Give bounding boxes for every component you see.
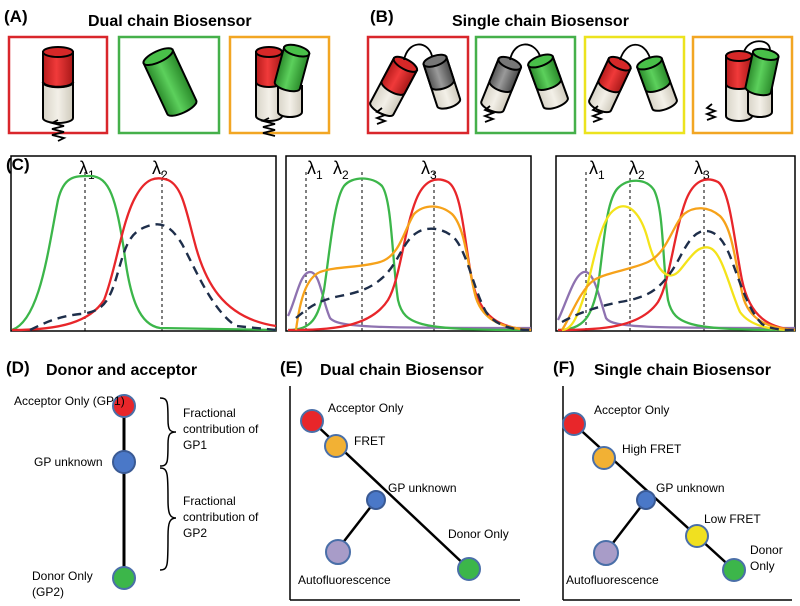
donor-emission-curve xyxy=(287,177,532,332)
acceptor-only-node xyxy=(112,394,136,418)
spectrum-plot-2: λ1 λ2 λ3 xyxy=(285,155,532,332)
acceptor-emission-curve xyxy=(287,178,532,332)
gp-unknown-node xyxy=(366,490,386,510)
acceptor-emission-curve xyxy=(11,177,277,332)
donor-emission-curve xyxy=(11,174,277,332)
donor-only-node xyxy=(722,558,746,582)
panel-d-letter: (D) xyxy=(6,358,30,377)
single-chain-high-fret-icon xyxy=(704,40,780,122)
acceptor-emission-curve xyxy=(557,178,796,332)
lambda-3-label: λ3 xyxy=(421,158,437,182)
donor-only-label: Donor Only xyxy=(32,569,93,583)
panel-f-letter: (F) xyxy=(553,358,575,377)
spectrum-3-frame xyxy=(555,155,796,332)
high-fret-label: High FRET xyxy=(622,442,682,456)
panel-e-title: Dual chain Biosensor xyxy=(320,362,484,379)
gp-unknown-node xyxy=(636,490,656,510)
lambda-2-label: λ2 xyxy=(629,158,645,182)
frac-gp1-line3: GP1 xyxy=(183,438,207,452)
acceptor-only-label: Acceptor Only (GP1) xyxy=(14,394,125,408)
measured-spectrum-curve xyxy=(295,227,532,332)
single-chain-donor-icon xyxy=(480,43,569,123)
fret-label: FRET xyxy=(354,434,386,448)
lambda-1-label: λ1 xyxy=(589,158,605,182)
fret-spectrum-curve xyxy=(294,205,532,332)
high-fret-node xyxy=(592,446,616,470)
measured-spectrum-curve xyxy=(29,223,277,332)
single-chain-acceptor-icon xyxy=(369,43,462,125)
acceptor-only-node xyxy=(562,412,586,436)
spectrum-plot-1: λ1 λ2 xyxy=(10,155,277,332)
panel-c-letter: (C) xyxy=(6,155,30,174)
lambda-1-label: λ1 xyxy=(79,158,95,182)
bracket-gp2 xyxy=(159,467,177,571)
fret-node xyxy=(324,434,348,458)
gp-unknown-label: GP unknown xyxy=(656,481,725,495)
acceptor-biosensor-icon xyxy=(41,46,75,142)
low-fret-label: Low FRET xyxy=(704,512,761,526)
lambda-2-label: λ2 xyxy=(152,158,168,182)
donor-biosensor-icon xyxy=(142,47,198,117)
frac-gp2-line3: GP2 xyxy=(183,526,207,540)
donor-only-label-line1: Donor xyxy=(750,543,783,557)
panel-a-title: Dual chain Biosensor xyxy=(88,13,252,30)
gp-unknown-label: GP unknown xyxy=(388,481,457,495)
panel-b-frame-high-fret xyxy=(691,35,794,135)
low-fret-spectrum-curve xyxy=(561,205,796,332)
autofluorescence-label: Autofluorescence xyxy=(566,573,659,587)
gp-unknown-node xyxy=(112,450,136,474)
frac-gp2-line1: Fractional xyxy=(183,494,236,508)
donor-only-gp2-label: (GP2) xyxy=(32,585,64,599)
spectrum-2-frame xyxy=(285,155,532,332)
panel-a-frame-complex xyxy=(228,35,331,135)
autofluorescence-node xyxy=(593,540,619,566)
single-chain-low-fret-icon xyxy=(588,43,678,123)
autofluorescence-label: Autofluorescence xyxy=(298,573,391,587)
donor-only-node xyxy=(112,566,136,590)
panel-b-title: Single chain Biosensor xyxy=(452,13,629,30)
panel-a-letter: (A) xyxy=(4,7,28,26)
panel-f-title: Single chain Biosensor xyxy=(594,362,771,379)
panel-f-diagram: Acceptor Only High FRET GP unknown Low F… xyxy=(562,386,792,601)
autofluorescence-curve xyxy=(556,270,796,330)
panel-a-frame-donor xyxy=(117,35,221,135)
panel-b-frame-acceptor xyxy=(366,35,470,135)
donor-only-label: Donor Only xyxy=(448,527,509,541)
panel-b-letter: (B) xyxy=(370,7,394,26)
acceptor-only-node xyxy=(300,409,324,433)
autofluorescence-curve xyxy=(286,270,532,330)
lambda-3-label: λ3 xyxy=(694,158,710,182)
panel-d-title: Donor and acceptor xyxy=(46,362,197,379)
frac-gp2-line2: contribution of xyxy=(183,510,259,524)
high-fret-spectrum-curve xyxy=(561,207,796,332)
panel-e-diagram: Acceptor Only FRET GP unknown Donor Only… xyxy=(289,386,520,601)
donor-only-label-line2: Only xyxy=(750,559,775,573)
low-fret-node xyxy=(685,524,709,548)
spectrum-1-frame xyxy=(10,155,277,332)
panel-d-diagram: Acceptor Only (GP1) GP unknown Donor Onl… xyxy=(14,394,259,599)
frac-gp1-line2: contribution of xyxy=(183,422,259,436)
panel-b-frame-donor xyxy=(474,35,577,135)
acceptor-only-label: Acceptor Only xyxy=(328,401,403,415)
acceptor-only-label: Acceptor Only xyxy=(594,403,669,417)
autofluorescence-node xyxy=(325,539,351,565)
spectrum-plot-3: λ1 λ2 λ3 xyxy=(555,155,796,332)
donor-emission-curve xyxy=(557,179,796,332)
frac-gp1-line1: Fractional xyxy=(183,406,236,420)
gp-unknown-label: GP unknown xyxy=(34,455,103,469)
lambda-1-label: λ1 xyxy=(307,158,323,182)
panel-e-letter: (E) xyxy=(280,358,303,377)
bracket-gp1 xyxy=(159,397,177,467)
panel-b-frame-low-fret xyxy=(583,35,686,135)
donor-only-node xyxy=(457,557,481,581)
measured-spectrum-curve xyxy=(561,229,796,332)
complex-biosensor-icon xyxy=(255,43,311,137)
lambda-2-label: λ2 xyxy=(333,158,349,182)
